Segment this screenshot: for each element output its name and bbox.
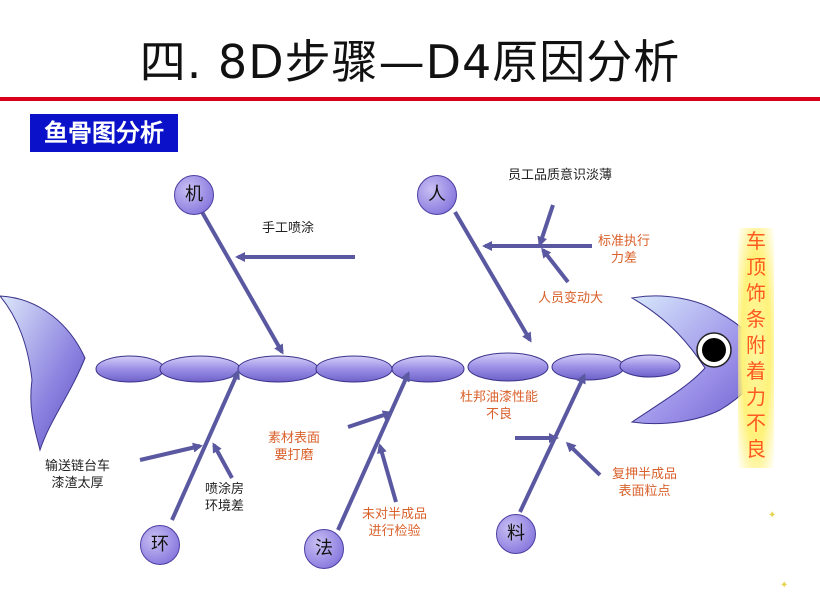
- cause-semi-particles: 复押半成品表面粒点: [612, 467, 678, 499]
- sub-staff-change: [541, 247, 570, 284]
- cause-paint-performance: 杜邦油漆性能不良: [460, 390, 539, 422]
- sub-conveyor: [139, 442, 203, 462]
- cause-standard-exec: 标准执行力差: [598, 234, 651, 266]
- sparkle-icon: ✦: [780, 580, 789, 591]
- fish-pupil: [702, 338, 726, 362]
- bone-people: [453, 210, 532, 343]
- page-title: 四. 8D步骤—D4原因分析: [139, 35, 681, 89]
- cause-material-surface: 素材表面要打磨: [268, 431, 321, 463]
- sparkle-icon: ✦: [768, 510, 777, 521]
- bone-environment: [170, 369, 240, 521]
- section-label: 鱼骨图分析: [30, 114, 178, 152]
- cause-spray-room: 喷涂房环境差: [205, 482, 245, 514]
- problem-statement: 车顶饰条附着力不良: [738, 228, 774, 468]
- sub-spray-room: [212, 442, 234, 479]
- sub-material-surface: [347, 410, 393, 429]
- category-environment: 环: [140, 525, 180, 565]
- bone-machine: [200, 211, 284, 355]
- sub-no-inspection: [377, 443, 398, 503]
- cause-staff-quality: 员工品质意识淡薄: [508, 168, 613, 183]
- bone-method: [336, 371, 410, 531]
- fish-spine: [95, 352, 681, 383]
- category-material: 料: [496, 514, 536, 554]
- cause-conveyor: 输送链台车漆渣太厚: [45, 459, 111, 491]
- category-machine: 机: [174, 175, 214, 215]
- category-people: 人: [417, 175, 457, 215]
- category-method: 法: [304, 529, 344, 569]
- cause-manual-spray: 手工喷涂: [262, 221, 315, 236]
- cause-no-inspection: 未对半成品进行检验: [362, 507, 428, 539]
- title-divider: [0, 97, 820, 101]
- fish-tail: [0, 295, 86, 452]
- bone-material: [518, 373, 586, 513]
- sub-staff-quality: [537, 204, 555, 247]
- sub-semi-particles: [565, 441, 602, 477]
- cause-staff-change: 人员变动大: [538, 291, 604, 306]
